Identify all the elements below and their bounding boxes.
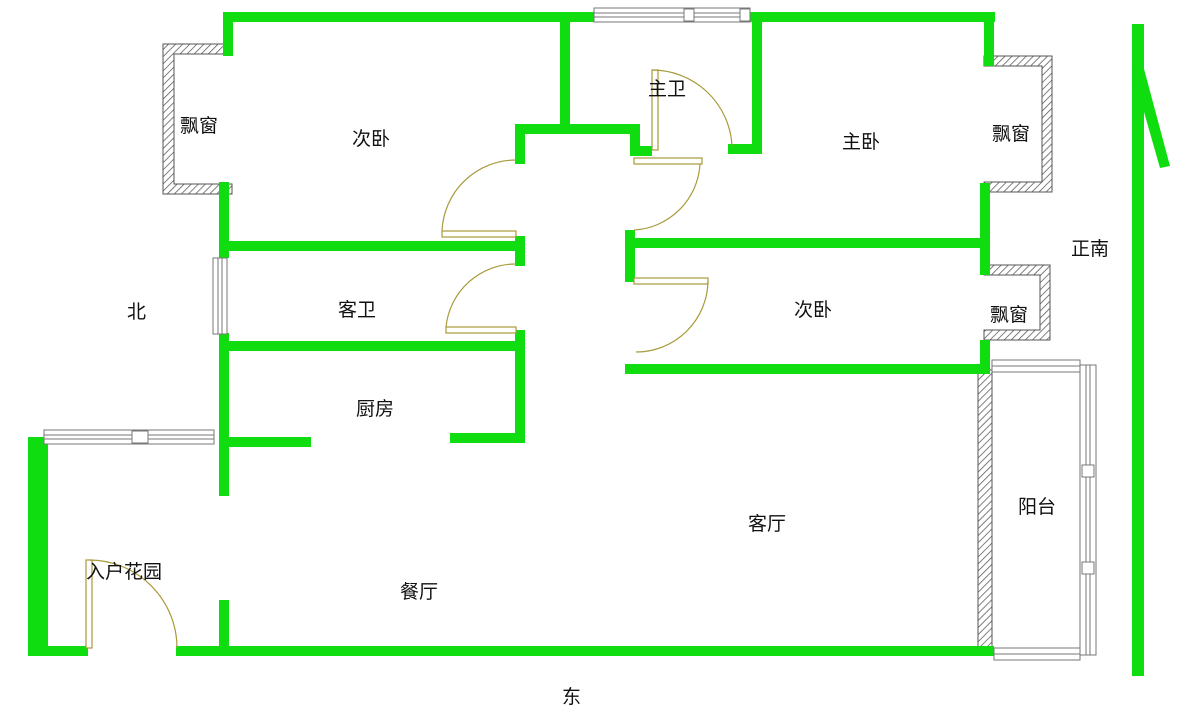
windows	[43, 7, 1097, 661]
label-entry-garden: 入户花园	[86, 561, 162, 583]
label-dining-room: 餐厅	[400, 581, 438, 603]
door-master-bedroom	[633, 157, 703, 231]
window-entry-garden	[43, 429, 215, 445]
room-labels: 飘窗 次卧 主卫 主卧 飘窗 客卫 次卧 飘窗 厨房 客厅 阳台 入户花园 餐厅	[86, 78, 1056, 603]
bay-window-e-frame	[983, 264, 1051, 341]
window-balcony	[991, 359, 1097, 661]
label-bay-window-ne: 飘窗	[992, 123, 1030, 145]
label-balcony: 阳台	[1018, 496, 1056, 518]
bay-window-ne-frame	[983, 55, 1053, 193]
label-master-bedroom: 主卧	[842, 131, 880, 153]
label-east: 东	[562, 686, 581, 708]
balcony-wall	[977, 369, 993, 655]
south-arrow-icon	[1132, 24, 1170, 676]
compass-labels: 北 东 正南	[127, 238, 1109, 708]
label-bay-window-nw: 飘窗	[180, 115, 218, 137]
label-living-room: 客厅	[748, 513, 786, 535]
label-kitchen: 厨房	[356, 398, 394, 420]
label-bay-window-e: 飘窗	[990, 304, 1028, 326]
door-second-bedroom-north	[441, 159, 517, 238]
door-guest-bath	[445, 263, 517, 334]
bay-window-frames	[162, 43, 1053, 655]
door-master-bath	[651, 69, 733, 151]
window-guest-bath	[212, 257, 228, 335]
label-second-bedroom-north: 次卧	[352, 128, 390, 150]
label-second-bedroom-south: 次卧	[794, 299, 832, 321]
walls	[28, 12, 995, 656]
label-guest-bath: 客卫	[338, 299, 376, 321]
label-true-south: 正南	[1071, 238, 1109, 260]
label-master-bath: 主卫	[648, 78, 686, 100]
door-entry-garden	[85, 559, 178, 649]
label-north: 北	[127, 301, 146, 323]
door-second-bedroom-south	[633, 277, 709, 353]
window-top	[593, 7, 751, 23]
doors	[85, 69, 733, 649]
